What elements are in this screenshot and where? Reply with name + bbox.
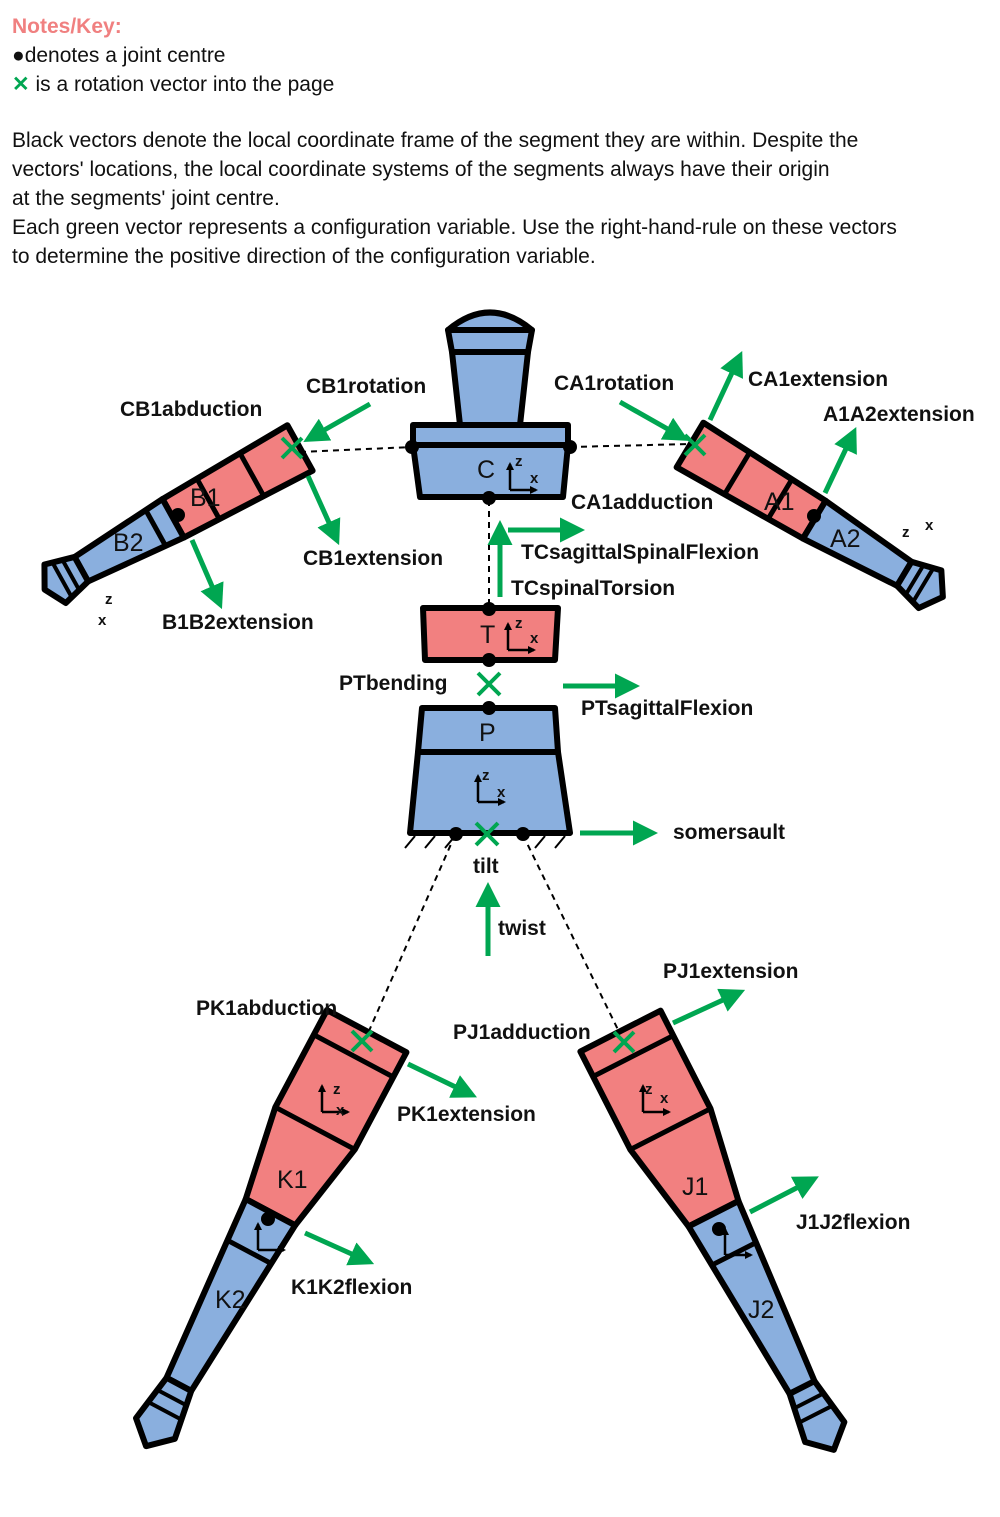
- segment-label-K1: K1: [277, 1166, 308, 1194]
- segment-label-T: T: [480, 621, 495, 649]
- label-CB1extension: CB1extension: [303, 547, 443, 570]
- segment-C: [410, 422, 571, 500]
- axis-z: z: [515, 453, 523, 470]
- segment-label-A2: A2: [830, 525, 861, 553]
- segment-label-C: C: [477, 456, 495, 484]
- label-CA1rotation: CA1rotation: [554, 372, 674, 395]
- segment-T: [420, 605, 561, 663]
- left-arm: [41, 422, 316, 606]
- label-PJ1extension: PJ1extension: [663, 960, 798, 983]
- label-J1J2flexion: J1J2flexion: [796, 1211, 910, 1234]
- axis-z: z: [333, 1081, 341, 1098]
- desc-line: Each green vector represents a configura…: [12, 216, 897, 239]
- green-cross-icon: ✕: [12, 73, 30, 96]
- axis-x: x: [497, 784, 506, 801]
- desc-line: Black vectors denote the local coordinat…: [12, 129, 859, 152]
- notes-title: Notes/Key:: [12, 15, 122, 38]
- desc-line: vectors' locations, the local coordinate…: [12, 158, 830, 181]
- axis-x: x: [530, 470, 539, 487]
- right-arm: [673, 419, 946, 612]
- rotation-key: is a rotation vector into the page: [35, 73, 335, 96]
- axis-x: x: [336, 1102, 345, 1119]
- label-CB1rotation: CB1rotation: [306, 375, 426, 398]
- joint-centres: [171, 440, 821, 1236]
- segment-label-J1: J1: [682, 1173, 708, 1201]
- joint-key: denotes a joint centre: [24, 44, 226, 67]
- joint-dot-icon: ●: [12, 44, 25, 67]
- axis-x: x: [530, 630, 539, 647]
- label-tilt: tilt: [473, 855, 499, 878]
- label-B1B2extension: B1B2extension: [162, 611, 314, 634]
- label-twist: twist: [498, 917, 546, 940]
- label-PTbending: PTbending: [339, 672, 448, 695]
- label-CA1adduction: CA1adduction: [571, 491, 713, 514]
- axis-x: x: [660, 1090, 669, 1107]
- left-leg: [133, 1007, 410, 1450]
- segment-label-K2: K2: [215, 1286, 246, 1314]
- label-PJ1adduction: PJ1adduction: [453, 1021, 591, 1044]
- label-K1K2flexion: K1K2flexion: [291, 1276, 412, 1299]
- desc-line: at the segments' joint centre.: [12, 187, 280, 210]
- segment-label-P: P: [479, 719, 496, 747]
- label-A1A2extension: A1A2extension: [823, 403, 975, 426]
- configuration-vectors: [189, 350, 857, 1266]
- label-CB1abduction: CB1abduction: [120, 398, 262, 421]
- axis-x: x: [925, 517, 934, 534]
- desc-line: to determine the positive direction of t…: [12, 245, 596, 268]
- segment-head: [445, 309, 535, 428]
- label-PK1extension: PK1extension: [397, 1103, 536, 1126]
- axis-z: z: [515, 615, 523, 632]
- label-TCspinalTorsion: TCspinalTorsion: [511, 577, 675, 600]
- label-TCsagittalSpinalFlexion: TCsagittalSpinalFlexion: [521, 541, 759, 564]
- right-leg: [577, 1007, 848, 1453]
- label-PTsagittalFlexion: PTsagittalFlexion: [581, 697, 753, 720]
- segment-label-A1: A1: [764, 488, 795, 516]
- segment-label-J2: J2: [748, 1296, 774, 1324]
- segment-P: [404, 705, 573, 849]
- key-notes: Notes/Key: ●denotes a joint centre ✕ is …: [12, 12, 334, 99]
- axis-x: x: [98, 612, 107, 629]
- axis-z: z: [482, 767, 490, 784]
- axis-z: z: [105, 591, 113, 608]
- label-somersault: somersault: [673, 821, 785, 844]
- description: Black vectors denote the local coordinat…: [12, 126, 992, 271]
- axis-z: z: [902, 524, 910, 541]
- axis-z: z: [645, 1081, 653, 1098]
- segment-label-B2: B2: [113, 529, 144, 557]
- label-CA1extension: CA1extension: [748, 368, 888, 391]
- segment-label-B1: B1: [190, 484, 221, 512]
- label-PK1abduction: PK1abduction: [196, 997, 337, 1020]
